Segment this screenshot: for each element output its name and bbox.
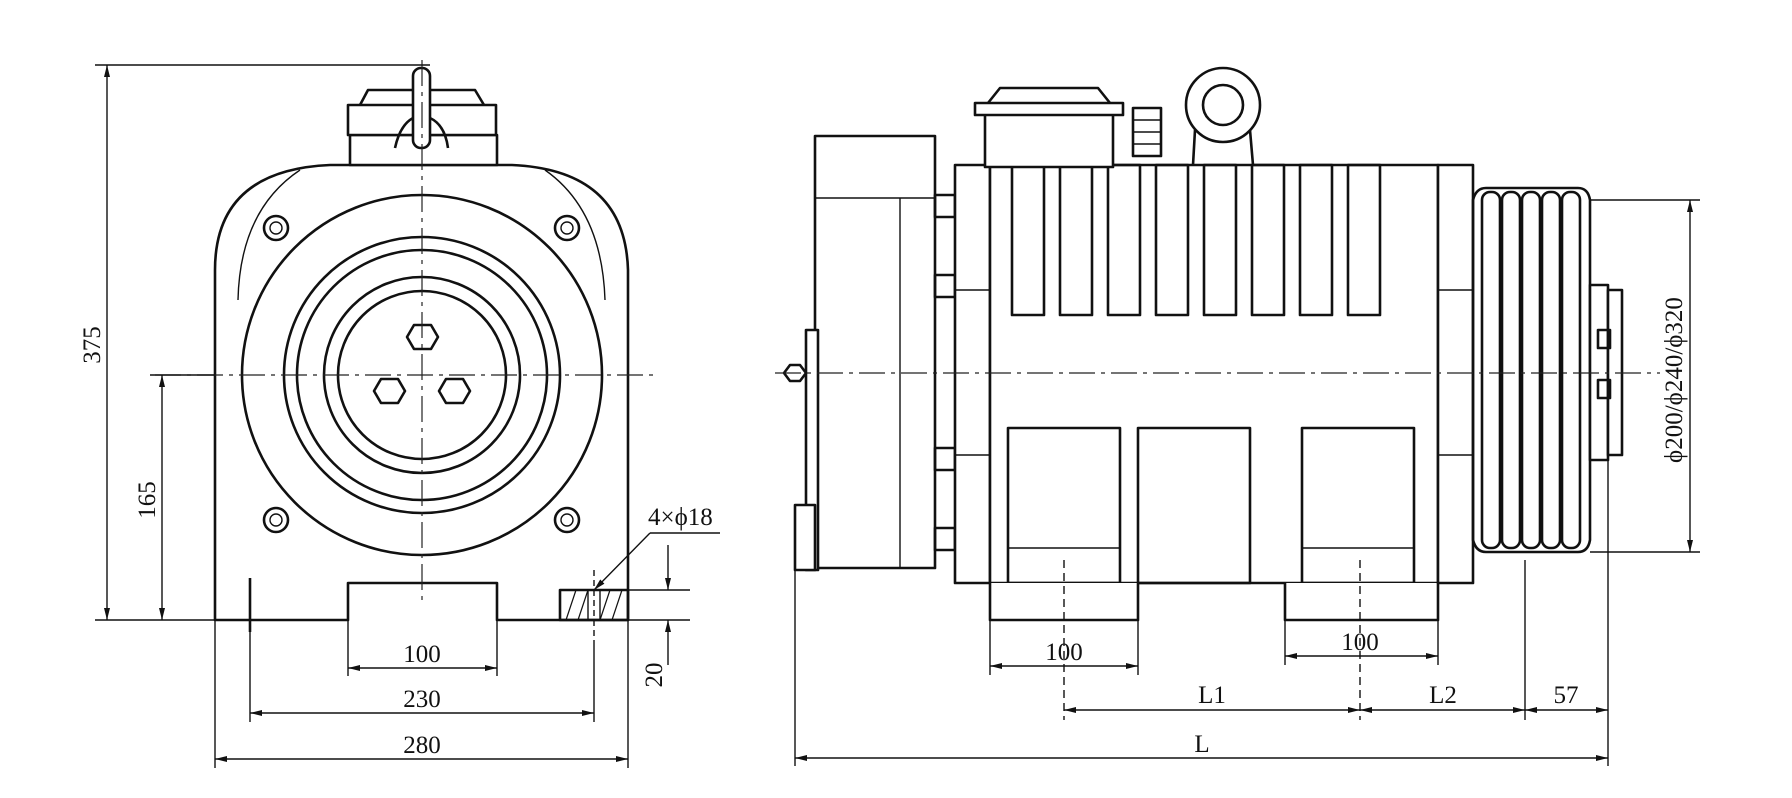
side-dimensions: 100 100 L1 L2 57 L ϕ200/ϕ240/ϕ320 [794,199,1700,766]
dim-center-height: 165 [134,481,161,519]
dim-sheave-offset: 57 [1554,682,1579,709]
side-front-flange [953,163,992,585]
side-motor-body [988,163,1440,585]
side-traction-sheave [1471,186,1592,554]
dim-l2: L2 [1429,682,1457,709]
dim-hole-spacing: 230 [403,686,441,713]
side-brake-cover [813,134,937,570]
dim-overall-length: L [1194,731,1209,758]
dim-base-width: 280 [403,732,441,759]
dim-l1: L1 [1198,682,1226,709]
dim-mounting-holes: 4×ϕ18 [648,504,713,531]
front-housing [213,163,630,622]
dim-side-foot-left: 100 [1045,639,1083,666]
dim-height-total: 375 [79,326,106,364]
dim-foot-width: 100 [403,641,441,668]
side-junction-box [983,110,1115,169]
front-corner-bolts [262,214,581,534]
front-dimensions: 375 165 100 230 280 20 4×ϕ18 [79,64,720,768]
front-eye-support [393,116,450,149]
side-lifting-eye [1184,66,1262,166]
side-feet [988,583,1440,622]
side-brake-lever [793,503,817,572]
dim-sheave-diameters: ϕ200/ϕ240/ϕ320 [1661,297,1688,463]
front-hex-nuts [372,323,472,405]
dim-side-foot-right: 100 [1341,629,1379,656]
front-housing-shoulder [237,169,606,301]
front-view [155,60,655,640]
side-rear-flange [1436,163,1475,585]
dim-foot-thickness: 20 [641,663,668,688]
side-view [775,66,1660,622]
front-foot-section [558,570,630,640]
side-junction-lid [973,101,1125,117]
